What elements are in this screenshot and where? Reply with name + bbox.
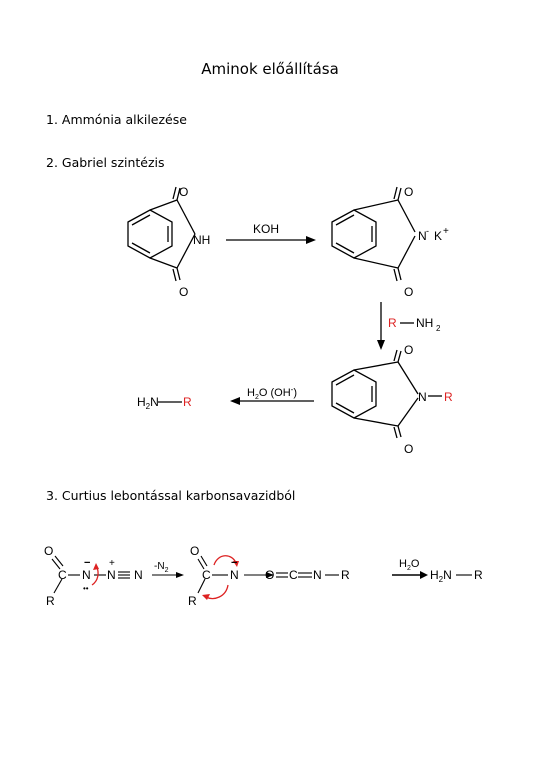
oxygen-label: O	[44, 544, 53, 558]
nitrogen-label: N	[82, 568, 91, 582]
curtius-scheme: O C R N − •• N + N -N2 O C R N − O C N R…	[44, 544, 483, 608]
koh-reagent: KOH	[253, 222, 279, 236]
oxygen-label: O	[404, 343, 413, 357]
potassium-label: K	[434, 229, 442, 243]
phthalimide-structure	[127, 186, 196, 282]
nh-label: NH	[193, 233, 210, 247]
nh2-label: NH	[416, 316, 433, 330]
amine-product: H2N	[430, 568, 452, 584]
r-group: R	[388, 316, 397, 330]
gabriel-scheme: O O NH O O N - K + KOH R NH 2 O O N R H2…	[127, 185, 453, 456]
water-reagent: H2O	[399, 558, 420, 572]
charge-plus: +	[443, 226, 449, 237]
oxygen-label: O	[179, 185, 188, 199]
oxygen-label: O	[190, 544, 199, 558]
charge-plus: +	[109, 558, 115, 569]
nitrogen-label: N	[418, 390, 427, 404]
oxygen-label: O	[265, 568, 274, 582]
r-group: R	[444, 390, 453, 404]
nitrogen-label: N	[134, 568, 143, 582]
amine-product: H2N	[137, 395, 159, 411]
carbon-label: C	[202, 568, 211, 582]
r-group: R	[341, 568, 350, 582]
svg-text:2: 2	[436, 324, 441, 333]
page-title: Aminok előállítása	[201, 60, 339, 78]
hydrolysis-reagent: H2O (OH-)	[247, 385, 297, 401]
section-heading-gabriel: 2. Gabriel szintézis	[46, 155, 165, 170]
charge-minus: -	[426, 226, 429, 236]
nitrogen-label: N	[418, 229, 427, 243]
lone-pair: ••	[83, 584, 89, 593]
r-group: R	[188, 594, 197, 608]
r-group: R	[183, 395, 192, 409]
n-alkylphthalimide-structure	[331, 349, 442, 439]
r-group: R	[46, 594, 55, 608]
charge-minus: −	[231, 557, 237, 569]
nitrogen-label: N	[230, 568, 239, 582]
section-heading-alkylation: 1. Ammónia alkilezése	[46, 112, 187, 127]
carbon-label: C	[289, 568, 298, 582]
electron-arrow	[213, 555, 237, 566]
oxygen-label: O	[404, 442, 413, 456]
electron-arrow	[205, 584, 229, 600]
carbon-label: C	[58, 568, 67, 582]
potassium-phthalimide-structure	[331, 186, 416, 282]
charge-minus: −	[84, 557, 90, 569]
r-group: R	[474, 568, 483, 582]
section-heading-curtius: 3. Curtius lebontással karbonsavazidból	[46, 488, 296, 503]
n2-loss-label: -N2	[154, 561, 169, 574]
nitrogen-label: N	[107, 568, 116, 582]
oxygen-label: O	[179, 285, 188, 299]
oxygen-label: O	[404, 185, 413, 199]
nitrogen-label: N	[313, 568, 322, 582]
oxygen-label: O	[404, 285, 413, 299]
